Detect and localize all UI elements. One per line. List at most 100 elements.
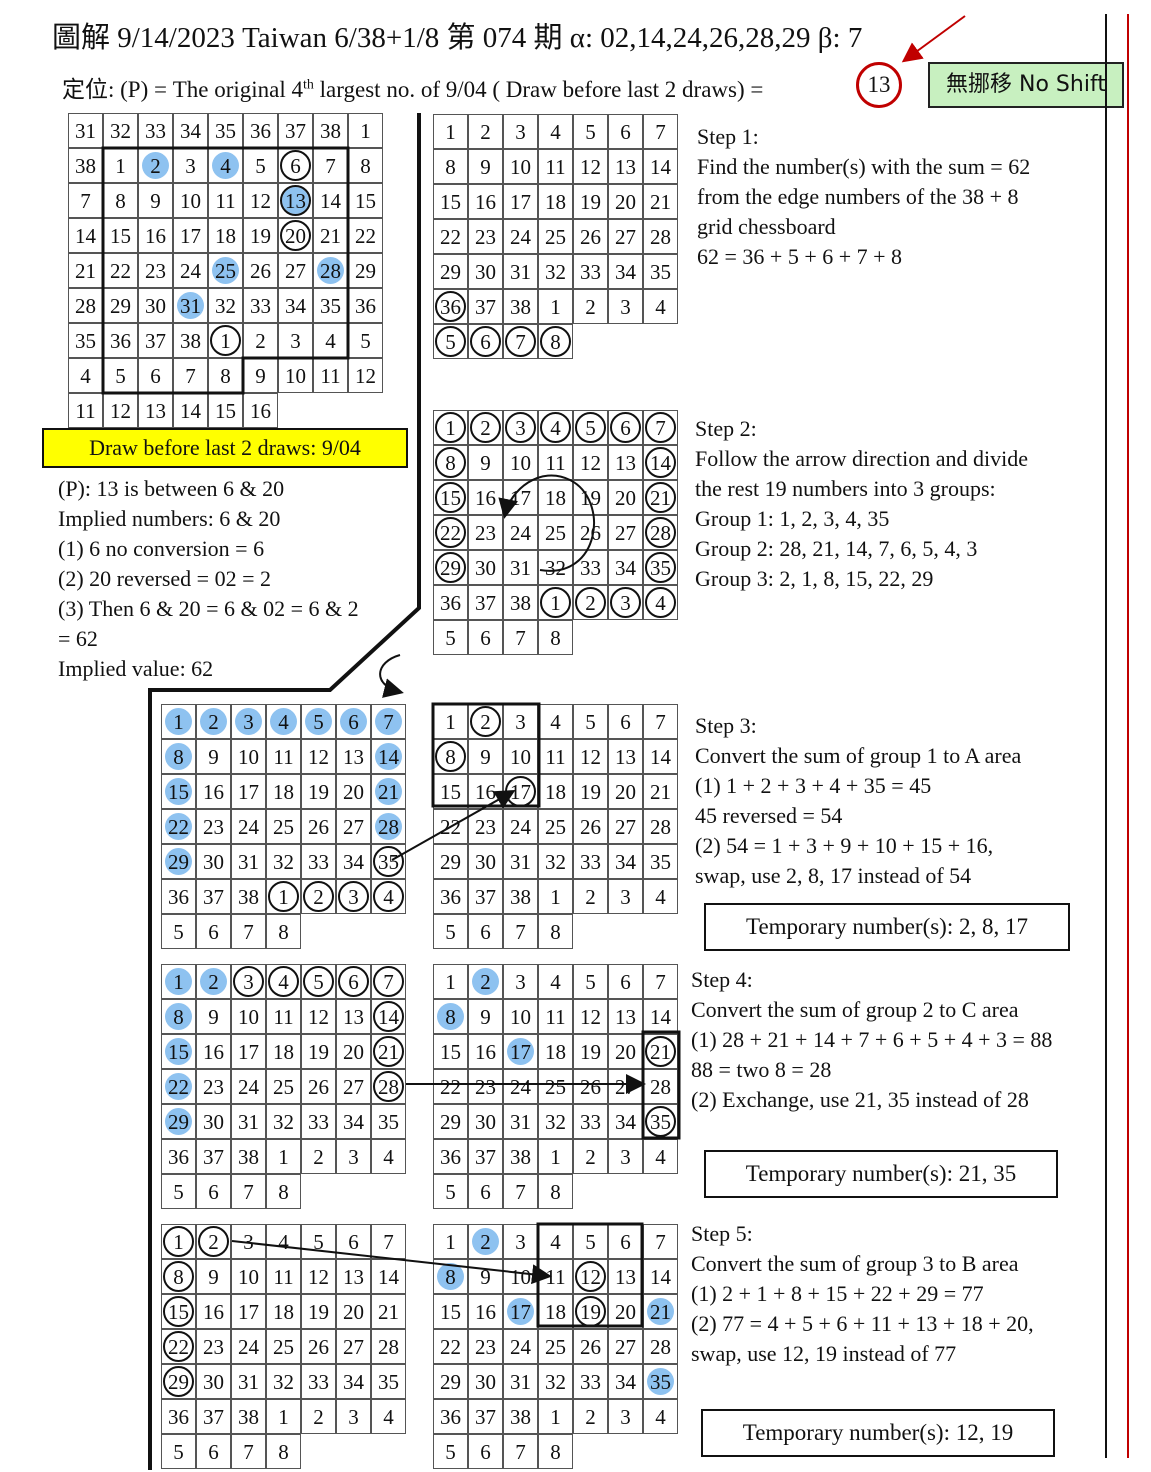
grid-cell: 8	[208, 358, 243, 393]
grid-cell: 30	[196, 844, 231, 879]
grid-cell: 18	[538, 1294, 573, 1329]
grid-cell: 2	[301, 879, 336, 914]
grid-cell: 10	[503, 999, 538, 1034]
grid-cell: 34	[336, 1104, 371, 1139]
grid-cell: 5	[433, 1434, 468, 1469]
grid-cell: 19	[573, 480, 608, 515]
note-line: (2) 20 reversed = 02 = 2	[58, 566, 271, 591]
grid-cell: 3	[231, 964, 266, 999]
grid-cell: 23	[196, 1069, 231, 1104]
grid-cell: 1	[161, 1224, 196, 1259]
grid-cell: 32	[538, 254, 573, 289]
grid-cell: 4	[643, 1139, 678, 1174]
note-line: = 62	[58, 626, 98, 651]
grid-cell: 4	[266, 964, 301, 999]
grid-cell: 6	[468, 620, 503, 655]
grid-cell: 38	[503, 289, 538, 324]
grid-cell: 21	[643, 480, 678, 515]
grid-cell: 27	[336, 1329, 371, 1364]
grid-cell: 15	[433, 1034, 468, 1069]
grid-cell: 7	[503, 1434, 538, 1469]
grid-cell: 7	[643, 704, 678, 739]
step-line: Group 2: 28, 21, 14, 7, 6, 5, 4, 3	[695, 536, 978, 561]
grid-cell: 35	[643, 1364, 678, 1399]
grid-cell: 22	[433, 515, 468, 550]
grid-cell: 37	[196, 879, 231, 914]
grid-cell: 19	[301, 1294, 336, 1329]
grid-cell: 4	[208, 148, 243, 183]
grid-cell: 29	[433, 550, 468, 585]
grid-cell: 22	[161, 1069, 196, 1104]
step-line: Convert the sum of group 1 to A area	[695, 743, 1022, 768]
note-line: Implied value: 62	[58, 656, 214, 681]
grid-cell: 33	[301, 1104, 336, 1139]
grid-cell: 5	[433, 620, 468, 655]
subtitle-sup: th	[303, 77, 314, 93]
no-shift-badge: 無挪移 No Shift	[928, 62, 1124, 108]
grid-cell: 13	[608, 149, 643, 184]
grid-cell: 4	[266, 704, 301, 739]
grid-cell: 32	[103, 113, 138, 148]
grid-cell: 34	[336, 1364, 371, 1399]
grid-cell: 25	[266, 809, 301, 844]
grid-cell: 3	[336, 879, 371, 914]
grid-cell: 9	[468, 999, 503, 1034]
grid-cell: 36	[433, 585, 468, 620]
grid-cell: 1	[208, 323, 243, 358]
grid-cell: 6	[138, 358, 173, 393]
grid-cell: 16	[196, 774, 231, 809]
grid-cell: 31	[231, 1104, 266, 1139]
grid-cell: 3	[608, 1139, 643, 1174]
grid-cell: 4	[371, 1399, 406, 1434]
grid-cell: 10	[278, 358, 313, 393]
grid-cell: 9	[468, 149, 503, 184]
grid-cell: 19	[301, 1034, 336, 1069]
grid-cell: 13	[608, 739, 643, 774]
grid-cell: 3	[336, 1399, 371, 1434]
grid-cell: 30	[468, 1364, 503, 1399]
grid-cell: 33	[573, 1364, 608, 1399]
step-line: from the edge numbers of the 38 + 8	[697, 184, 1019, 209]
grid-cell: 4	[538, 704, 573, 739]
grid-cell: 14	[643, 1259, 678, 1294]
grid-cell: 29	[433, 1364, 468, 1399]
grid-cell: 26	[301, 1329, 336, 1364]
grid-cell: 30	[196, 1104, 231, 1139]
grid-cell: 20	[336, 1034, 371, 1069]
grid-cell: 6	[468, 1434, 503, 1469]
grid-cell: 1	[433, 964, 468, 999]
grid-cell: 36	[161, 1399, 196, 1434]
grid-cell: 29	[348, 253, 383, 288]
grid-cell: 17	[503, 184, 538, 219]
grid-cell: 5	[161, 1174, 196, 1209]
grid-cell: 21	[371, 1294, 406, 1329]
step2-text: Step 2: Follow the arrow direction and d…	[695, 414, 1028, 594]
grid-cell: 33	[573, 550, 608, 585]
step4-text: Step 4: Convert the sum of group 2 to C …	[691, 965, 1052, 1115]
step-title: Step 3:	[695, 713, 757, 738]
grid-cell: 23	[468, 219, 503, 254]
grid-cell: 38	[231, 1139, 266, 1174]
grid-cell: 11	[313, 358, 348, 393]
grid-cell: 18	[266, 1034, 301, 1069]
grid-cell: 28	[643, 809, 678, 844]
grid-cell: 33	[573, 254, 608, 289]
grid-cell: 26	[573, 219, 608, 254]
grid-cell: 37	[468, 1399, 503, 1434]
grid-cell: 28	[643, 1329, 678, 1364]
grid-cell: 21	[313, 218, 348, 253]
grid-cell: 4	[538, 410, 573, 445]
grid-cell: 31	[503, 254, 538, 289]
grid-cell: 23	[468, 515, 503, 550]
grid-cell: 4	[643, 585, 678, 620]
grid-cell: 22	[433, 1069, 468, 1104]
step-line: Follow the arrow direction and divide	[695, 446, 1028, 471]
grid-cell: 6	[336, 964, 371, 999]
grid-cell: 22	[433, 809, 468, 844]
grid-cell: 17	[231, 774, 266, 809]
grid-cell: 8	[103, 183, 138, 218]
grid-cell: 12	[573, 739, 608, 774]
grid-cell: 3	[231, 1224, 266, 1259]
grid-cell: 1	[103, 148, 138, 183]
grid-cell: 4	[371, 1139, 406, 1174]
